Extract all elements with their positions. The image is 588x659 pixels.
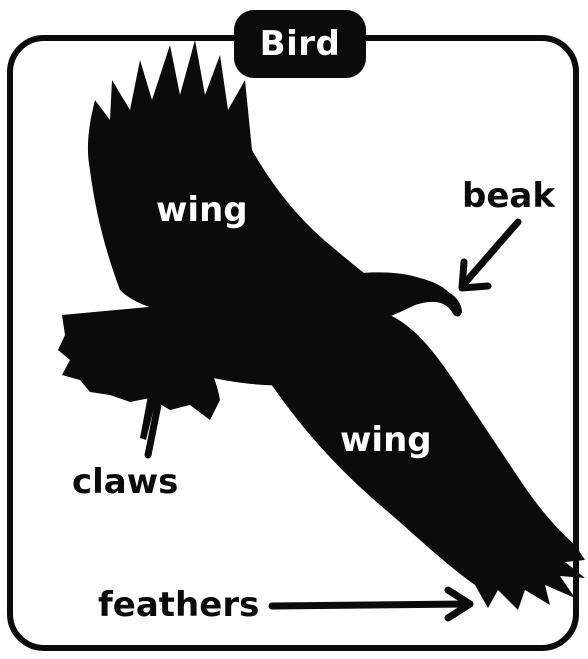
- beak-shape: [448, 292, 462, 317]
- lower-wing-shape: [255, 315, 585, 610]
- label-claws: claws: [72, 462, 178, 502]
- label-feathers: feathers: [98, 585, 259, 625]
- feathers-arrow: [272, 590, 470, 618]
- label-beak: beak: [462, 176, 555, 216]
- title-tab: Bird: [234, 10, 366, 78]
- beak-arrow: [462, 222, 518, 288]
- upper-wing-shape: [88, 40, 370, 318]
- diagram-title: Bird: [260, 24, 341, 64]
- label-lower-wing: wing: [340, 420, 432, 460]
- label-upper-wing: wing: [156, 190, 248, 230]
- eagle-silhouette: [58, 40, 585, 610]
